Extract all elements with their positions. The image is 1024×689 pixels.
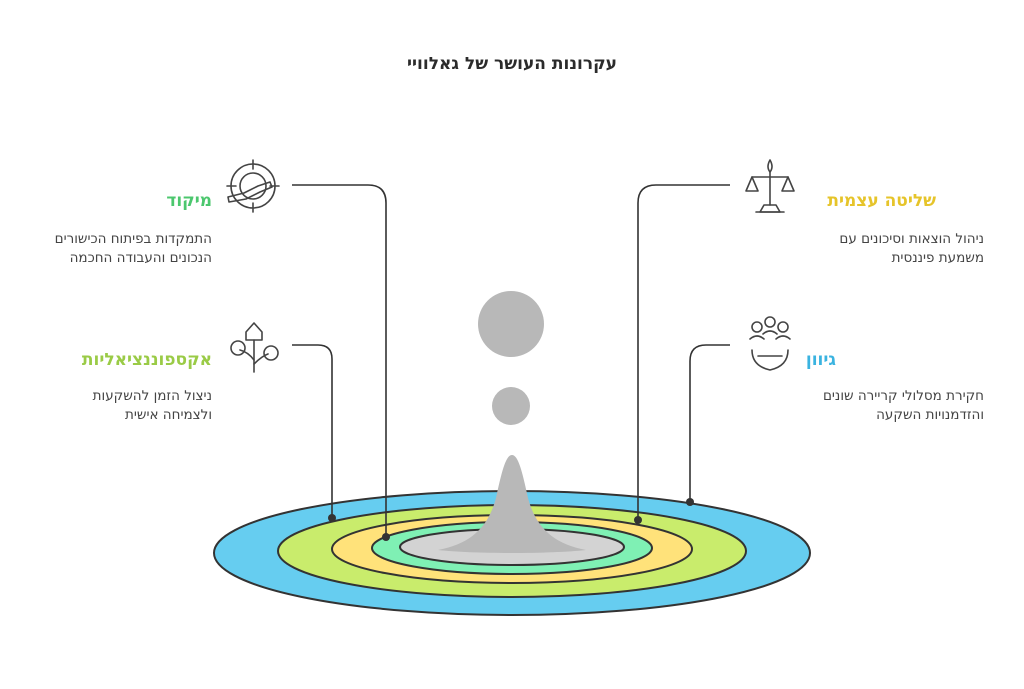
item-heading: מיקוד (166, 191, 212, 211)
item-description-line: והזדמנויות השקעה (876, 407, 984, 423)
item-description-line: ולצמיחה אישית (125, 407, 212, 423)
item-diversity: גיוון (716, 350, 836, 370)
connector-diversity (689, 344, 730, 502)
item-heading: אקספוננציאליות (81, 350, 212, 370)
item-description-line: משמעת פיננסית (891, 250, 984, 266)
drop-large (478, 291, 544, 357)
item-self-control: שליטה עצמית (716, 191, 936, 211)
growth-plant-icon (230, 322, 279, 373)
item-focus: מיקוד (0, 191, 212, 211)
item-description-line: הנכונים והעבודה החכמה (69, 250, 212, 266)
connector-focus (292, 184, 387, 537)
connector-dot-self-control (634, 516, 642, 524)
connector-dot-focus (382, 533, 390, 541)
item-description-line: התמקדות בפיתוח הכישורים (54, 231, 212, 247)
connector-dot-exponential (328, 514, 336, 522)
item-focus-description: התמקדות בפיתוח הכישורים הנכונים והעבודה … (0, 230, 212, 268)
connector-exponential (292, 344, 333, 518)
item-description-line: ניצול הזמן להשקעות (92, 388, 212, 404)
item-heading: שליטה עצמית (827, 191, 936, 211)
item-diversity-description: חקירת מסלולי קריירה שונים והזדמנויות השק… (724, 387, 984, 425)
item-heading: גיוון (805, 350, 836, 370)
item-exponential-description: ניצול הזמן להשקעות ולצמיחה אישית (0, 387, 212, 425)
item-exponential: אקספוננציאליות (0, 350, 212, 370)
item-description-line: חקירת מסלולי קריירה שונים (822, 388, 984, 404)
item-self-control-description: ניהול הוצאות וסיכונים עם משמעת פיננסית (724, 230, 984, 268)
splash-peak (438, 455, 586, 553)
diagram-title: עקרונות העושר של גאלוויי (407, 54, 617, 74)
item-description-line: ניהול הוצאות וסיכונים עם (839, 231, 984, 247)
drop-small (492, 387, 530, 425)
target-icon (226, 159, 280, 213)
scales-icon (745, 159, 795, 213)
team-gear-icon (749, 316, 791, 371)
connector-dot-diversity (686, 498, 694, 506)
connector-self-control (637, 184, 730, 520)
